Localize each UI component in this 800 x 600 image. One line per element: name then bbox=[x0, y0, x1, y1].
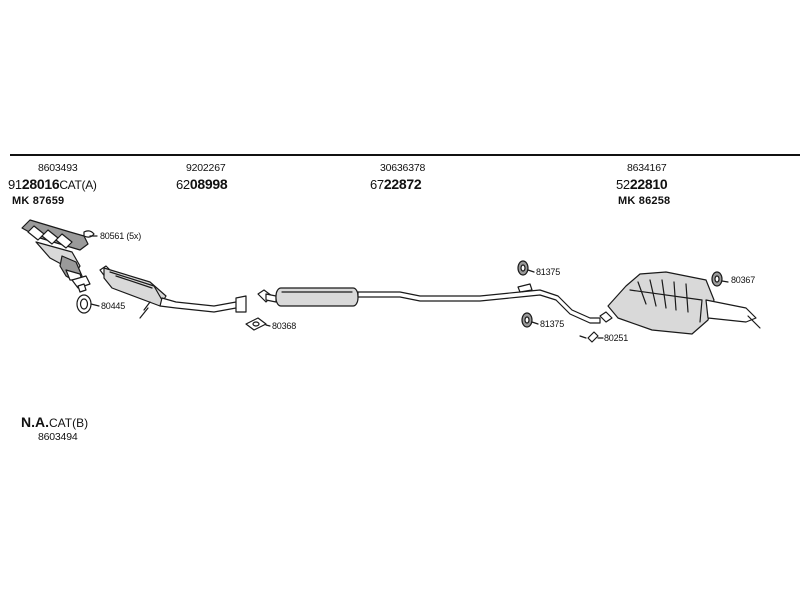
section1-pn-suffix: CAT(A) bbox=[59, 178, 97, 192]
section4-ref: 8634167 bbox=[627, 162, 667, 174]
section2-pn-prefix: 62 bbox=[176, 177, 190, 192]
section4-part-number: 5222810 bbox=[616, 176, 668, 192]
hanger-81375-top bbox=[517, 260, 535, 276]
section3-part-number: 6722872 bbox=[370, 176, 422, 192]
section3-pn-main: 22872 bbox=[383, 176, 422, 192]
rear-silencer bbox=[599, 271, 761, 335]
section1-part-number: 9128016CAT(A) bbox=[8, 177, 97, 191]
section3-ref: 30636378 bbox=[380, 162, 426, 174]
section2-part-number: 6208998 bbox=[176, 176, 228, 192]
clamp-80251 bbox=[579, 331, 604, 343]
gasket-80368 bbox=[245, 317, 271, 331]
front-pipe bbox=[99, 265, 247, 319]
section2-pn-main: 08998 bbox=[189, 176, 228, 192]
section2-ref: 9202267 bbox=[186, 162, 226, 174]
section1-pn-main: 28016 bbox=[21, 176, 60, 192]
variant-label: N.A.CAT(B) bbox=[21, 415, 88, 431]
section4-pn-prefix: 52 bbox=[616, 177, 630, 192]
callout-80445: 80445 bbox=[101, 301, 126, 311]
section4-pn-main: 22810 bbox=[629, 176, 668, 192]
hanger-80367 bbox=[711, 271, 729, 287]
section1-mk: MK 87659 bbox=[12, 195, 65, 207]
section4-mk: MK 86258 bbox=[618, 195, 671, 207]
hanger-81375-bottom bbox=[521, 312, 539, 328]
section3-pn-prefix: 67 bbox=[370, 177, 384, 192]
callout-80368: 80368 bbox=[272, 321, 297, 331]
exhaust-manifold bbox=[21, 219, 91, 289]
callout-80561: 80561 (5x) bbox=[100, 231, 142, 241]
callout-81375-bottom: 81375 bbox=[540, 319, 565, 329]
callout-81375-top: 81375 bbox=[536, 267, 561, 277]
variant-main: N.A. bbox=[21, 414, 49, 430]
variant-suffix: CAT(B) bbox=[49, 416, 89, 430]
section1-pn-prefix: 91 bbox=[8, 177, 22, 192]
small-clamp bbox=[77, 283, 87, 293]
section1-ref: 8603493 bbox=[38, 162, 78, 174]
callout-80367: 80367 bbox=[731, 275, 756, 285]
variant-ref: 8603494 bbox=[38, 431, 78, 443]
callout-80251: 80251 bbox=[604, 333, 629, 343]
gasket-80445 bbox=[76, 294, 100, 314]
middle-pipe bbox=[257, 283, 601, 324]
gasket-80561 bbox=[83, 230, 98, 238]
